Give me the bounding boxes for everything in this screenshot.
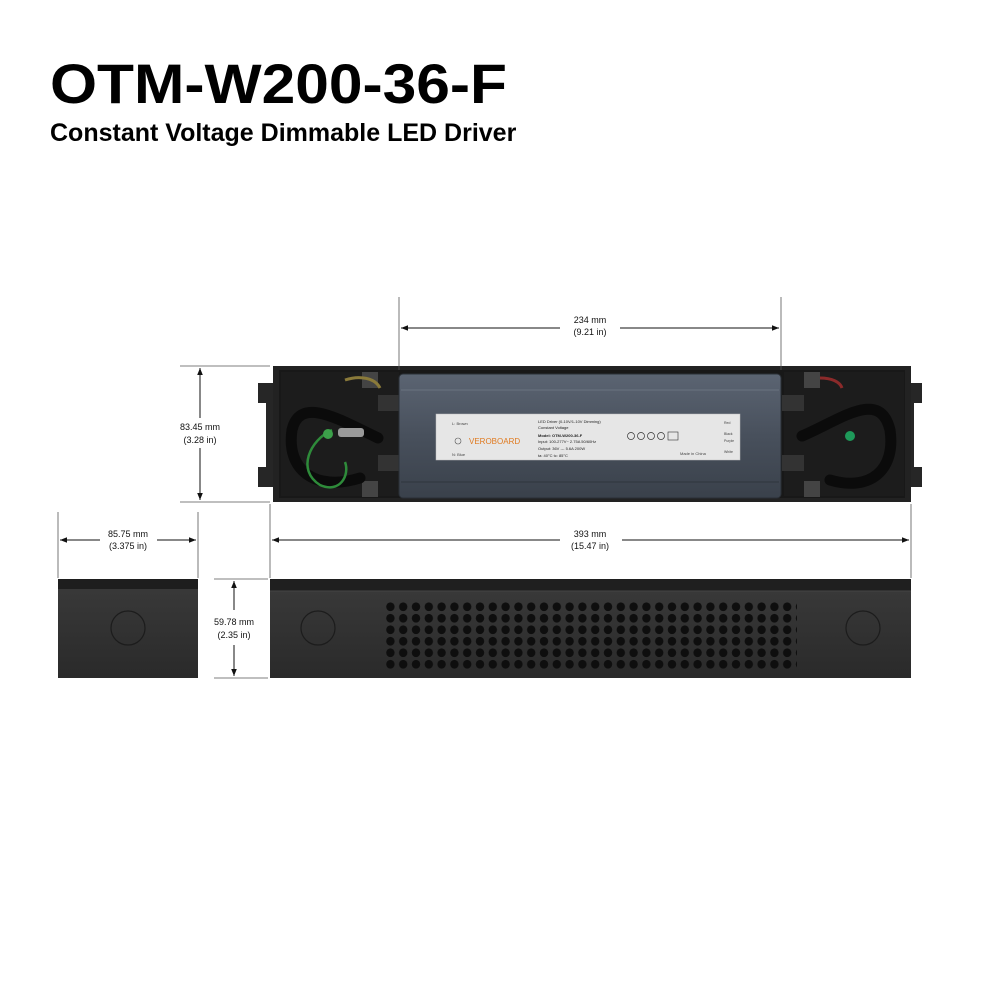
dim-driver-length-in: (9.21 in)	[573, 327, 606, 337]
label-line1: LED Driver (0-10V/1-10V Dimming)	[538, 419, 601, 424]
vent-grille	[384, 601, 797, 670]
label-l-wire: L: Brown	[452, 421, 468, 426]
left-cable	[285, 407, 384, 488]
label-n-wire: N: Blue	[452, 452, 466, 457]
label-output: Output: 36V --- 5.6A 200W	[538, 446, 585, 451]
label-red: Red	[724, 421, 730, 425]
label-made-in: Made in China	[680, 451, 707, 456]
ground-terminal-right	[845, 431, 855, 441]
clamp	[362, 481, 378, 497]
dim-driver-length-mm: 234 mm	[574, 315, 607, 325]
dim-height-mm: 83.45 mm	[180, 422, 220, 432]
label-model: Model: OTM-W200-36-F	[538, 433, 583, 438]
dim-depth-mm: 59.78 mm	[214, 617, 254, 627]
dim-depth-in: (2.35 in)	[217, 630, 250, 640]
dimension-depth: 59.78 mm (2.35 in)	[214, 578, 268, 679]
dim-side-width-mm: 85.75 mm	[108, 529, 148, 539]
clamp	[804, 481, 820, 497]
clamp	[804, 372, 820, 388]
dim-height-in: (3.28 in)	[183, 435, 216, 445]
knockout-hole	[845, 610, 881, 646]
side-view	[58, 579, 198, 678]
certification-marks-icon	[627, 431, 679, 441]
model-title: OTM-W200-36-F	[50, 52, 508, 115]
dimension-driver-length: 234 mm (9.21 in)	[398, 297, 782, 370]
label-black: Black	[724, 432, 733, 436]
label-temp: ta: 40°C tc: 85°C	[538, 453, 568, 458]
ground-symbol-icon	[454, 437, 462, 445]
ground-terminal-left	[323, 429, 333, 439]
left-mounting-flange	[258, 383, 275, 487]
front-view	[270, 579, 911, 678]
label-input: Input: 100-277V~ 2.75A 50/60Hz	[538, 439, 596, 444]
ground-wire-left	[306, 428, 348, 489]
label-white: White	[724, 450, 733, 454]
label-purple: Purple	[724, 439, 734, 443]
dimension-height: 83.45 mm (3.28 in)	[180, 365, 270, 503]
product-subtitle: Constant Voltage Dimmable LED Driver	[50, 119, 517, 147]
driver-label: L: Brown N: Blue VEROBOARD LED Driver (0…	[435, 413, 741, 461]
dimension-overall-length: 393 mm (15.47 in)	[269, 504, 912, 578]
label-brand: VEROBOARD	[469, 437, 520, 446]
dimension-side-width: 85.75 mm (3.375 in)	[57, 512, 199, 578]
label-line2: Constant Voltage	[538, 425, 569, 430]
knockout-hole	[300, 610, 336, 646]
right-cable	[796, 403, 897, 489]
knockout-hole	[110, 610, 146, 646]
dim-side-width-in: (3.375 in)	[109, 541, 147, 551]
dim-overall-length-mm: 393 mm	[574, 529, 607, 539]
top-view: L: Brown N: Blue VEROBOARD LED Driver (0…	[258, 366, 922, 502]
dim-overall-length-in: (15.47 in)	[571, 541, 609, 551]
